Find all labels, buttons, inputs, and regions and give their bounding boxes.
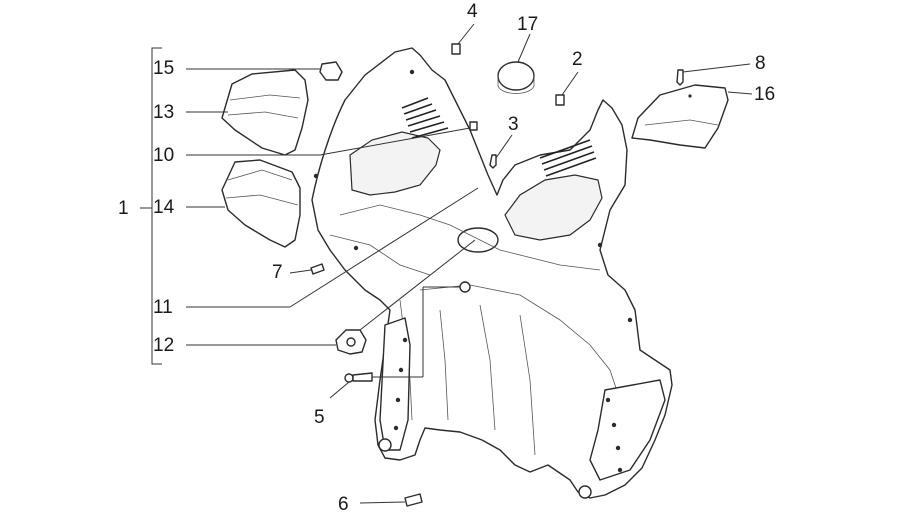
glovebox-lid <box>221 69 309 156</box>
label-part-5: 5 <box>314 407 325 428</box>
label-part-6: 6 <box>338 494 349 515</box>
label-part-1: 1 <box>118 198 129 219</box>
vent-grille-left <box>401 97 449 139</box>
label-part-3: 3 <box>508 114 519 135</box>
label-part-14: 14 <box>153 197 175 218</box>
leader-lines <box>140 23 753 504</box>
label-part-17: 17 <box>517 14 539 35</box>
label-part-11: 11 <box>153 297 173 318</box>
clip-part <box>319 61 343 81</box>
nut-part-10 <box>469 121 478 131</box>
label-part-12: 12 <box>153 335 175 356</box>
vent-grille-right <box>539 139 597 177</box>
label-part-13: 13 <box>153 102 175 123</box>
label-part-16: 16 <box>754 84 776 105</box>
screw-part-6 <box>404 493 423 507</box>
label-part-10: 10 <box>153 145 175 166</box>
screw-part-3 <box>489 154 497 169</box>
leg-shield-panel <box>311 47 673 499</box>
screw-part-5 <box>344 372 373 383</box>
screw-part-8 <box>676 69 684 86</box>
label-part-7: 7 <box>272 262 283 283</box>
label-part-4: 4 <box>467 1 478 22</box>
right-cover-panel <box>631 84 729 149</box>
label-part-2: 2 <box>572 49 583 70</box>
round-cap <box>497 61 535 94</box>
nut-part-4 <box>451 43 461 55</box>
label-part-8: 8 <box>755 53 766 74</box>
clamp-part-12 <box>335 329 367 355</box>
nut-part-2 <box>555 94 565 106</box>
screw-part-7 <box>310 263 325 275</box>
label-part-15: 15 <box>153 58 175 79</box>
glovebox-container <box>221 159 301 248</box>
